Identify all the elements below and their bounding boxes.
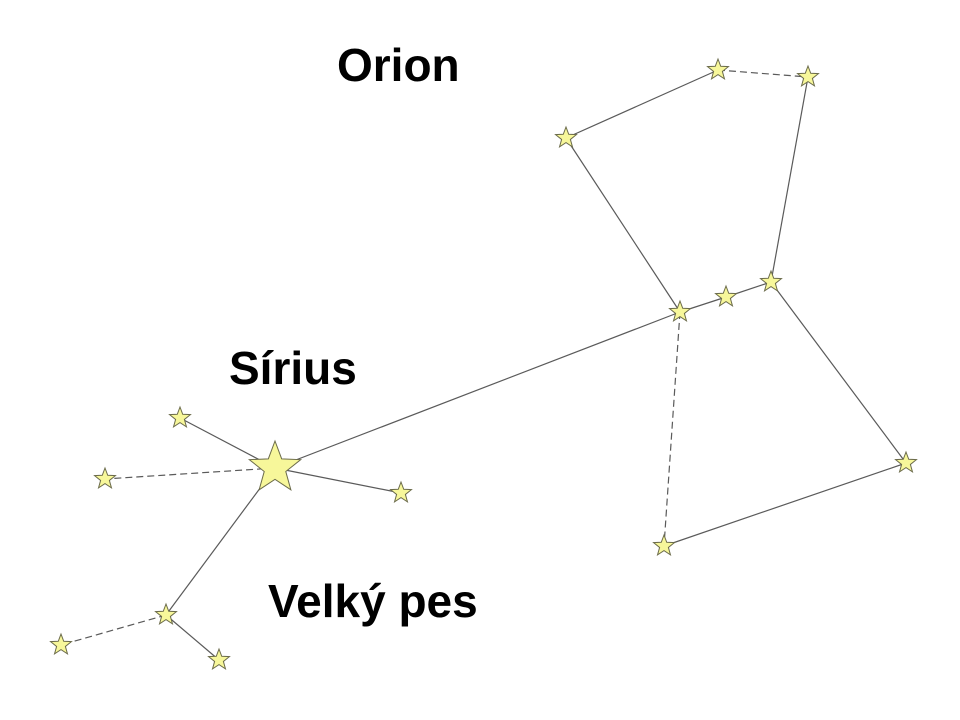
constellation-lines bbox=[60, 69, 907, 661]
orion-star-2-icon bbox=[796, 64, 820, 88]
orion-star-6-icon bbox=[759, 269, 783, 293]
orion-star-8-icon bbox=[652, 533, 676, 557]
connector-line-orion-star-6-orion-star-7 bbox=[770, 281, 907, 464]
connector-line-orion-star-3-orion-star-4 bbox=[565, 137, 681, 313]
connector-line-orion-star-1-orion-star-3 bbox=[565, 69, 719, 139]
connector-line-canis-star-4-canis-star-6 bbox=[165, 614, 220, 661]
orion-star-4-icon bbox=[668, 299, 692, 323]
canis-star-5-icon bbox=[49, 632, 73, 656]
constellation-stars bbox=[49, 57, 918, 671]
connector-line-sirius-star-canis-star-4 bbox=[165, 467, 276, 616]
connector-line-orion-star-2-orion-star-6 bbox=[770, 76, 809, 283]
connector-line-orion-star-4-orion-star-8 bbox=[663, 311, 681, 547]
canis-star-3-icon bbox=[389, 480, 413, 504]
canis-star-4-icon bbox=[154, 602, 178, 626]
connector-line-orion-star-1-orion-star-2 bbox=[717, 69, 809, 78]
canis-star-1-icon bbox=[168, 405, 192, 429]
orion-label: Orion bbox=[337, 39, 460, 91]
orion-star-1-icon bbox=[706, 57, 730, 81]
connector-line-orion-star-4-sirius-star bbox=[274, 311, 681, 469]
orion-star-3-icon bbox=[554, 125, 578, 149]
canis-star-2-icon bbox=[93, 466, 117, 490]
connector-line-sirius-star-canis-star-3 bbox=[274, 467, 402, 494]
connector-line-sirius-star-canis-star-2 bbox=[104, 467, 276, 480]
connector-line-orion-star-7-orion-star-8 bbox=[663, 462, 907, 547]
connector-line-canis-star-4-canis-star-5 bbox=[60, 614, 167, 646]
orion-star-7-icon bbox=[894, 450, 918, 474]
orion-star-5-icon bbox=[714, 284, 738, 308]
canis-major-label: Velký pes bbox=[268, 575, 478, 627]
sirius-star-icon bbox=[247, 439, 303, 491]
canis-star-6-icon bbox=[207, 647, 231, 671]
sirius-label: Sírius bbox=[229, 342, 357, 394]
